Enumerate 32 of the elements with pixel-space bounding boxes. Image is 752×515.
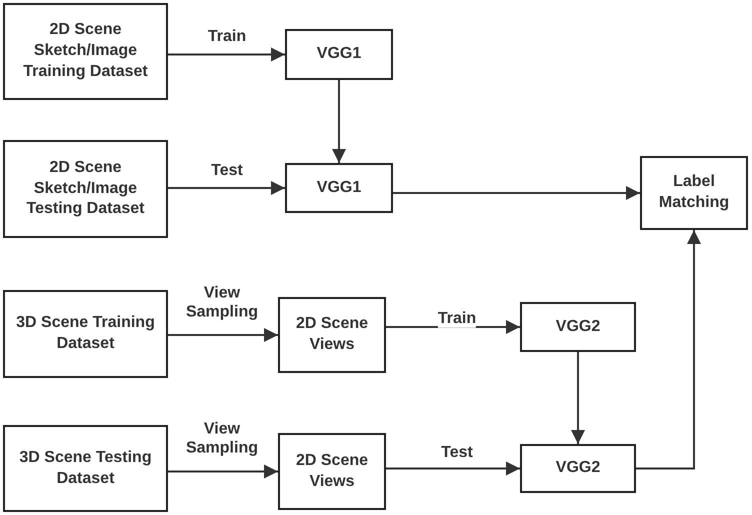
process-box [520, 444, 636, 493]
box-label: VGG1 [316, 44, 362, 64]
box-label: 3D Scene Training Dataset [15, 313, 156, 354]
box-label: 2D Scene Sketch/Image Testing Dataset [26, 158, 146, 220]
process-box [285, 29, 393, 80]
arrow [332, 80, 346, 163]
process-box [3, 3, 168, 100]
box-label: VGG2 [556, 458, 600, 478]
process-box [3, 140, 168, 238]
box-label: Label Matching [658, 172, 730, 213]
process-box [520, 302, 636, 352]
box-label: VGG2 [556, 316, 600, 337]
arrow [168, 328, 278, 342]
process-box [278, 433, 386, 510]
process-box [3, 290, 168, 378]
arrow [168, 48, 285, 62]
arrow [571, 352, 585, 444]
box-label: 2D Scene Views [294, 450, 370, 492]
box-label: 2D Scene Views [294, 314, 370, 355]
box-label: 3D Scene Testing Dataset [18, 448, 153, 488]
box-label: 2D Scene Sketch/Image Training Dataset [22, 20, 149, 82]
edge-label: Train [438, 308, 476, 328]
process-box [640, 156, 748, 230]
process-box [278, 297, 386, 373]
arrow [168, 464, 278, 478]
box-label: VGG1 [316, 178, 362, 198]
process-box [3, 425, 168, 512]
arrow [393, 186, 640, 200]
arrow [386, 462, 520, 476]
process-box [285, 163, 393, 213]
arrow [636, 230, 701, 470]
arrow [168, 181, 285, 195]
